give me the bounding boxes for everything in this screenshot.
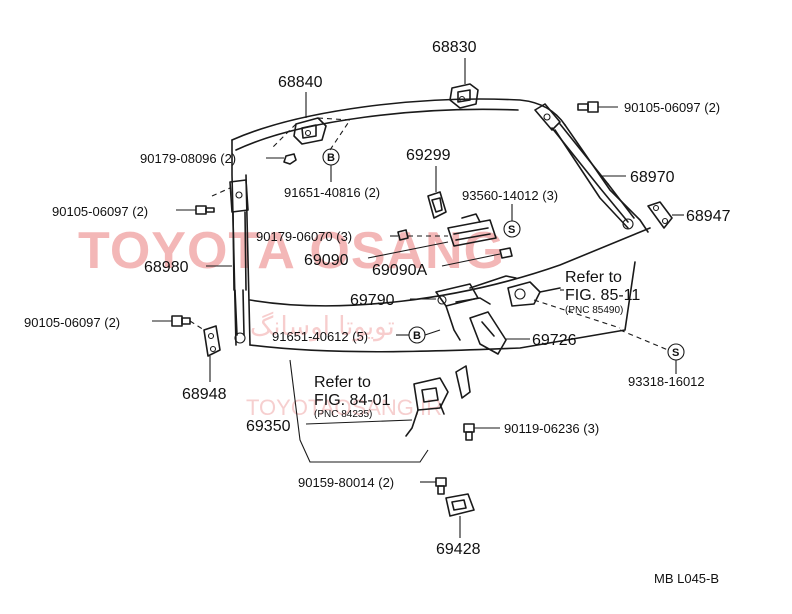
lock-rod-69790 bbox=[410, 275, 517, 341]
label-68830: 68830 bbox=[432, 39, 477, 56]
lock-actuator bbox=[507, 281, 621, 329]
label-69726: 69726 bbox=[532, 332, 577, 349]
diagram-code: MB L045-B bbox=[654, 571, 719, 586]
ref1-line3: (PNC 85490) bbox=[565, 305, 623, 316]
bracket-69726 bbox=[469, 311, 530, 355]
hinge-68830 bbox=[449, 58, 479, 109]
label-69090: 69090 bbox=[304, 252, 349, 269]
reference-fig-85-11: Refer to FIG. 85-11 (PNC 85490) bbox=[565, 269, 640, 316]
bolt-b-label-lower: B bbox=[413, 330, 421, 342]
bolt-b-label-upper: B bbox=[327, 152, 335, 164]
label-69350: 69350 bbox=[246, 418, 291, 435]
label-90179-06070: 90179-06070 (3) bbox=[256, 229, 352, 244]
bolt-90105-left-bottom bbox=[152, 315, 205, 331]
label-69090a: 69090A bbox=[372, 262, 427, 279]
label-68970: 68970 bbox=[630, 169, 675, 186]
label-90159: 90159-80014 (2) bbox=[298, 475, 394, 490]
part-labels: 68830 68840 90105-06097 (2) 90179-08096 … bbox=[24, 39, 731, 558]
nut-90179-08096 bbox=[266, 153, 297, 165]
label-91651-40612: 91651-40612 (5) bbox=[272, 329, 368, 344]
ref1-line2: FIG. 85-11 bbox=[565, 287, 640, 304]
bolt-symbol-b-upper: B bbox=[322, 148, 340, 182]
label-90105-left-bottom: 90105-06097 (2) bbox=[24, 315, 120, 330]
watermark: TOYOTA OSANG تویوتا اوسانگ TOYOTAOSANG.I… bbox=[78, 222, 505, 420]
label-90105-top-right: 90105-06097 (2) bbox=[624, 100, 720, 115]
watermark-url: TOYOTAOSANG.IR bbox=[246, 395, 442, 420]
bolt-90105-top-right bbox=[577, 101, 618, 113]
screw-s-label-lower: S bbox=[672, 347, 679, 359]
bracket-68948 bbox=[203, 325, 221, 382]
ref2-line1: Refer to bbox=[314, 374, 371, 391]
label-91651-40816: 91651-40816 (2) bbox=[284, 185, 380, 200]
reference-fig-84-01: Refer to FIG. 84-01 (PNC 84235) bbox=[314, 374, 391, 420]
bolt-symbol-b-lower: B bbox=[396, 326, 441, 344]
ref2-line3: (PNC 84235) bbox=[314, 409, 372, 420]
label-68840: 68840 bbox=[278, 74, 323, 91]
striker-69428 bbox=[445, 493, 475, 538]
ref2-line2: FIG. 84-01 bbox=[314, 392, 391, 409]
watermark-persian: تویوتا اوسانگ bbox=[250, 311, 395, 342]
label-90119: 90119-06236 (3) bbox=[504, 421, 599, 436]
door-handle-69090 bbox=[367, 213, 513, 267]
label-93318: 93318-16012 bbox=[628, 374, 705, 389]
latch-cover-69299 bbox=[427, 166, 447, 219]
label-90179-08096: 90179-08096 (2) bbox=[140, 151, 236, 166]
bolt-90105-left-top bbox=[176, 187, 231, 215]
gas-strut-68970 bbox=[534, 103, 635, 230]
screw-symbol-s-upper: S bbox=[503, 204, 521, 238]
screw-symbol-s-lower: S bbox=[619, 329, 685, 374]
bolt-90119 bbox=[463, 423, 500, 441]
gas-strut-68980 bbox=[206, 179, 249, 344]
label-68948: 68948 bbox=[182, 386, 227, 403]
nut-90179-06070 bbox=[390, 229, 448, 241]
label-69790: 69790 bbox=[350, 292, 395, 309]
bracket-68947 bbox=[647, 201, 684, 229]
label-90105-left-top: 90105-06097 (2) bbox=[52, 204, 148, 219]
label-69299: 69299 bbox=[406, 147, 451, 164]
hinge-68840 bbox=[271, 92, 351, 151]
watermark-brand: TOYOTA OSANG bbox=[78, 222, 505, 280]
ref1-line1: Refer to bbox=[565, 269, 622, 286]
label-68947: 68947 bbox=[686, 208, 731, 225]
lock-cylinder-69350 bbox=[305, 365, 471, 437]
label-93560: 93560-14012 (3) bbox=[462, 188, 558, 203]
label-69428: 69428 bbox=[436, 541, 481, 558]
label-68980: 68980 bbox=[144, 259, 189, 276]
bolt-90159 bbox=[420, 477, 447, 495]
screw-s-label-upper: S bbox=[508, 224, 515, 236]
